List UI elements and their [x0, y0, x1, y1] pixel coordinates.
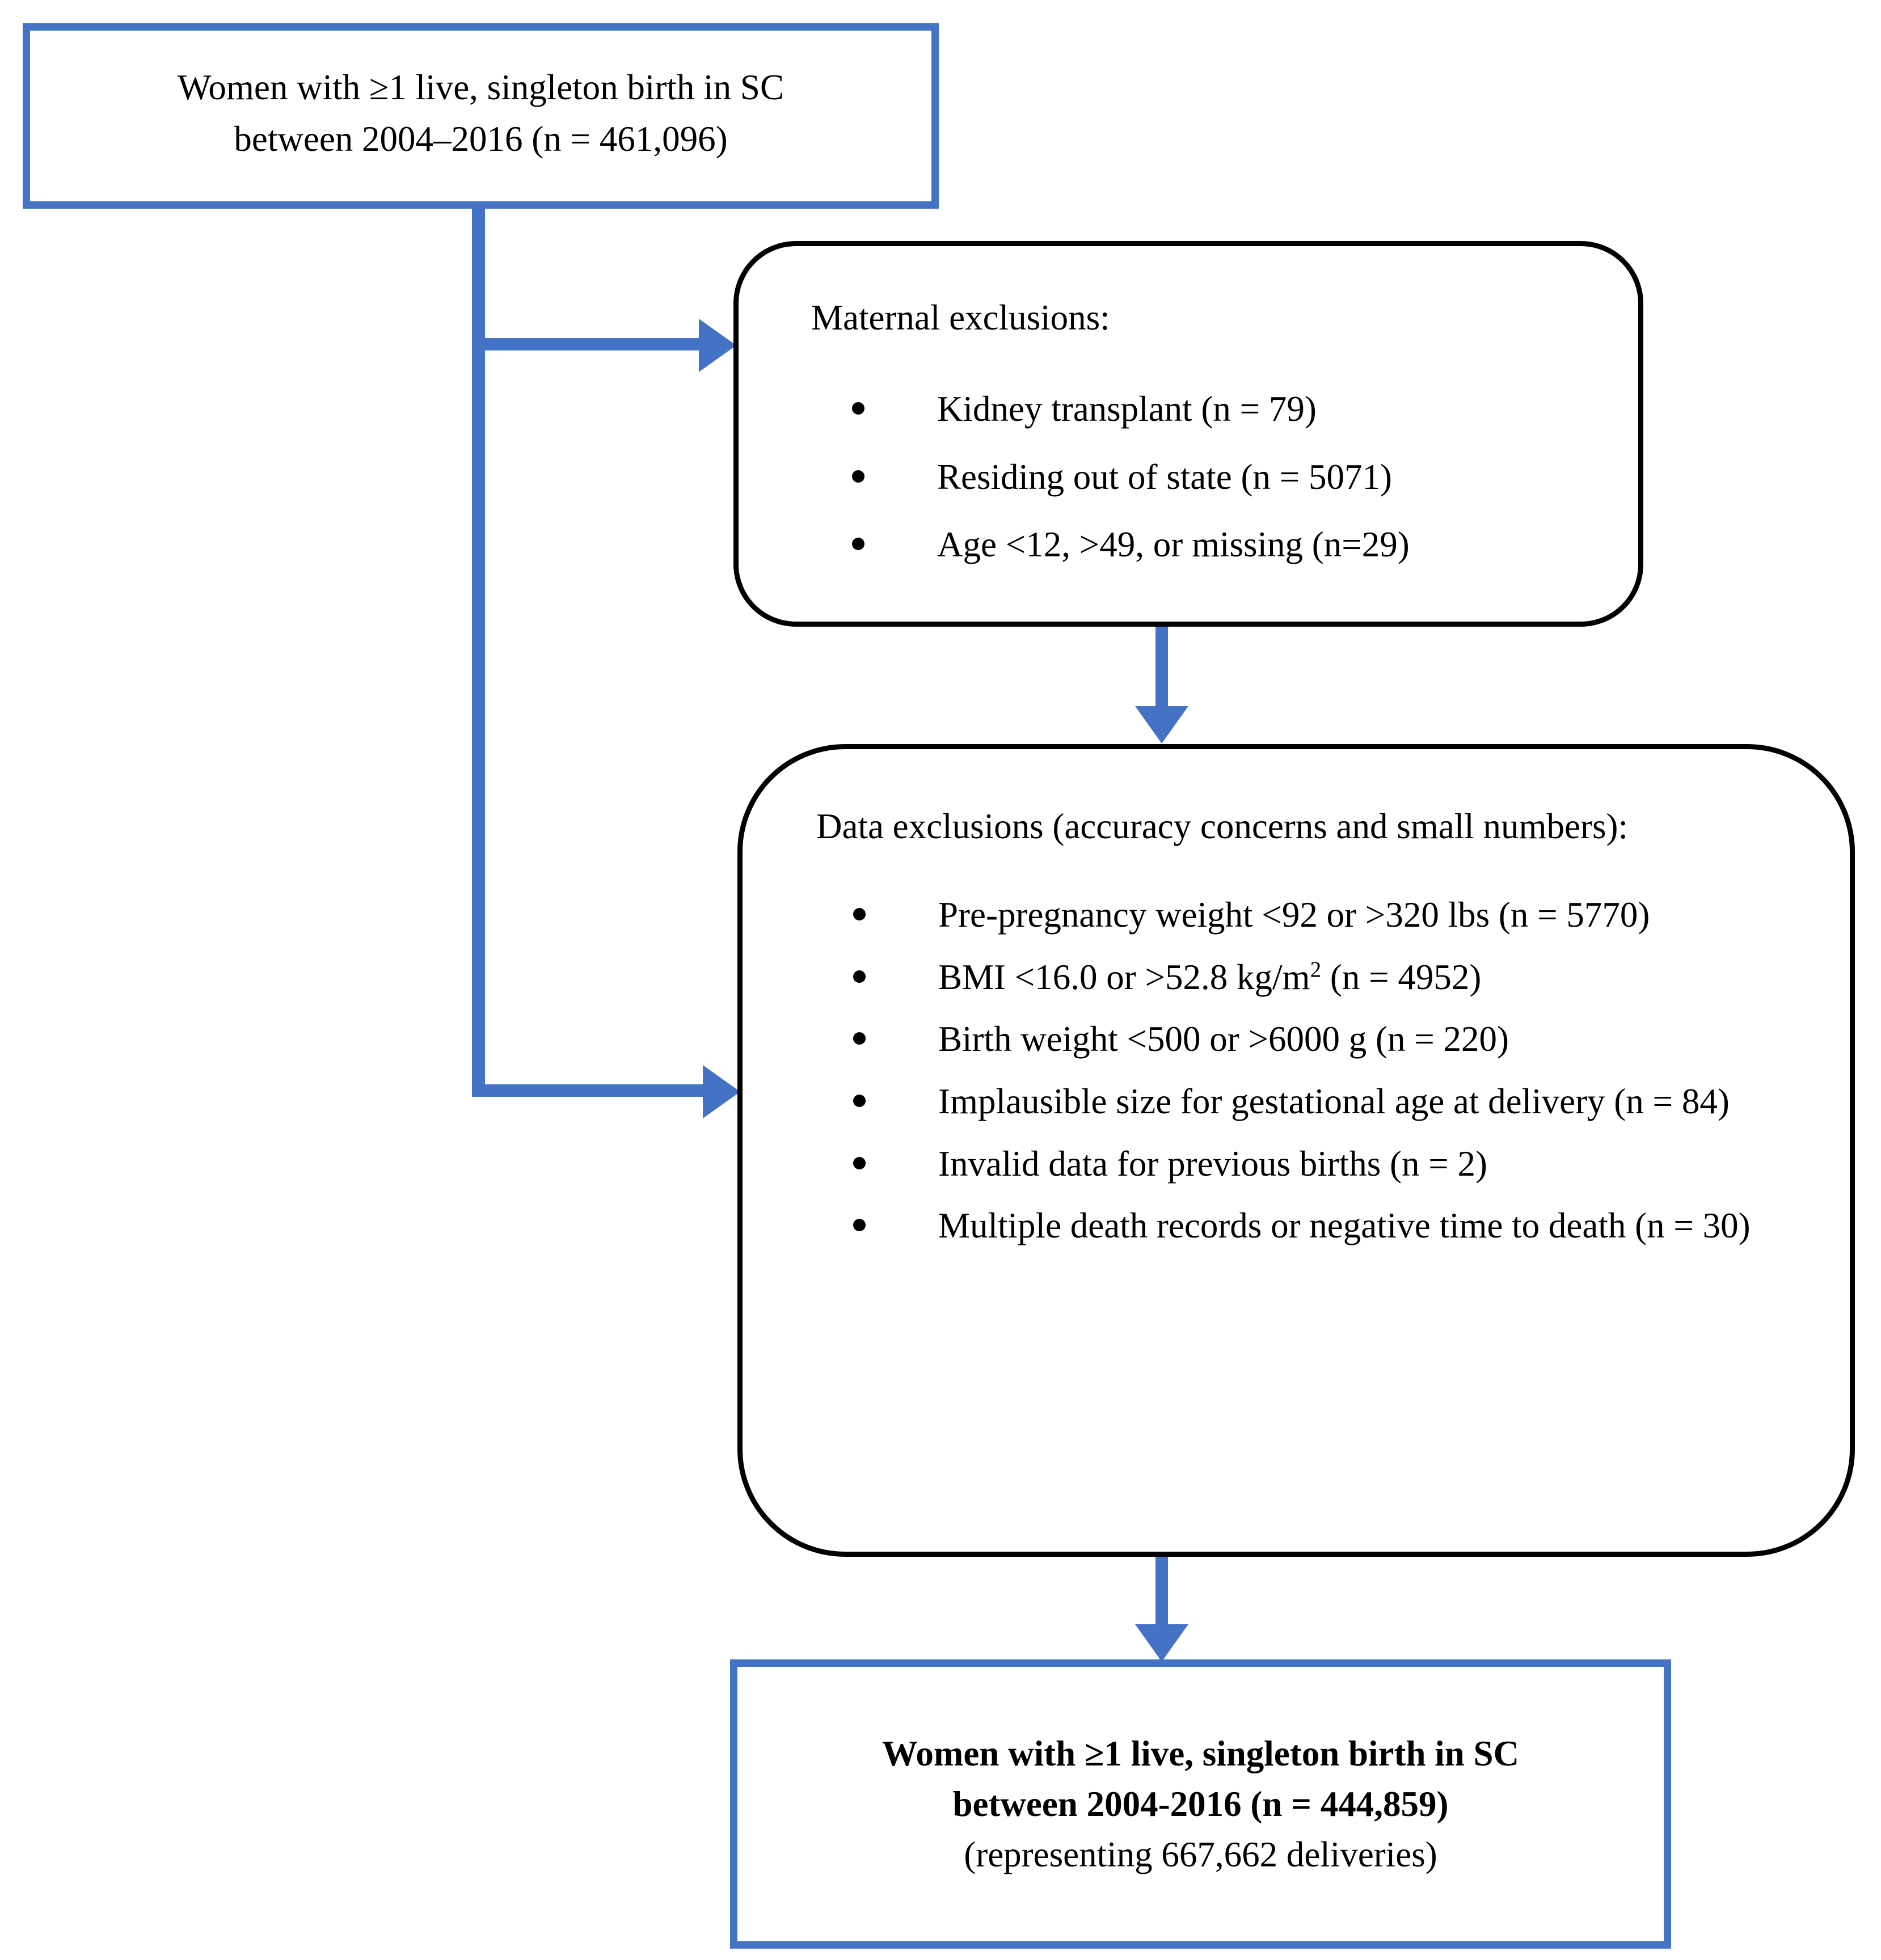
list-item: Residing out of state (n = 5071) — [852, 453, 1623, 502]
data-exclusions-list: Pre-pregnancy weight <92 or >320 lbs (n … — [853, 891, 1829, 1264]
data-exclusion-4: Implausible size for gestational age at … — [938, 1082, 1730, 1122]
list-item: Age <12, >49, or missing (n=29) — [852, 521, 1623, 569]
final-cohort-line-1: Women with ≥1 live, singleton birth in S… — [882, 1733, 1520, 1773]
branch-to-data-arrowhead-icon — [703, 1065, 740, 1118]
maternal-exclusions-heading: Maternal exclusions: — [811, 298, 1110, 337]
bullet-dot-icon — [852, 470, 864, 483]
bullet-dot-icon — [853, 970, 866, 983]
bullet-dot-icon — [853, 1219, 866, 1232]
maternal-to-data-line — [1155, 627, 1168, 712]
data-exclusion-6: Multiple death records or negative time … — [938, 1206, 1751, 1246]
bullet-dot-icon — [853, 1156, 866, 1169]
list-item: BMI <16.0 or >52.8 kg/m2 (n = 4952) — [853, 953, 1829, 1002]
maternal-exclusions-list: Kidney transplant (n = 79) Residing out … — [852, 385, 1623, 589]
final-cohort-line-2: between 2004-2016 (n = 444,859) — [952, 1784, 1449, 1824]
data-exclusions-box: Data exclusions (accuracy concerns and s… — [737, 744, 1855, 1557]
maternal-to-data-arrowhead-icon — [1135, 706, 1188, 744]
final-cohort-box: Women with ≥1 live, singleton birth in S… — [730, 1659, 1671, 1949]
branch-to-maternal-line — [472, 338, 699, 350]
bullet-dot-icon — [853, 908, 866, 920]
final-cohort-line-3: (representing 667,662 deliveries) — [964, 1834, 1437, 1874]
bullet-dot-icon — [853, 1032, 866, 1045]
maternal-exclusions-box: Maternal exclusions: Kidney transplant (… — [733, 241, 1643, 627]
source-population-line-2: between 2004–2016 (n = 461,096) — [234, 119, 728, 159]
list-item: Kidney transplant (n = 79) — [852, 385, 1623, 434]
maternal-exclusion-3: Age <12, >49, or missing (n=29) — [937, 525, 1410, 565]
data-exclusion-2-superscript: 2 — [1310, 957, 1322, 982]
list-item: Birth weight <500 or >6000 g (n = 220) — [853, 1015, 1829, 1064]
maternal-exclusion-1: Kidney transplant (n = 79) — [937, 389, 1317, 429]
branch-to-data-line — [472, 1084, 703, 1097]
data-exclusion-2: BMI <16.0 or >52.8 kg/m — [938, 957, 1310, 997]
data-exclusion-1: Pre-pregnancy weight <92 or >320 lbs (n … — [938, 895, 1650, 935]
list-item: Invalid data for previous births (n = 2) — [853, 1140, 1829, 1189]
maternal-exclusion-2: Residing out of state (n = 5071) — [937, 457, 1392, 497]
data-exclusions-heading: Data exclusions (accuracy concerns and s… — [816, 806, 1628, 846]
data-exclusion-5: Invalid data for previous births (n = 2) — [938, 1143, 1488, 1184]
list-item: Multiple death records or negative time … — [853, 1202, 1829, 1251]
source-population-box: Women with ≥1 live, singleton birth in S… — [23, 23, 939, 209]
data-to-final-arrowhead-icon — [1135, 1624, 1188, 1662]
branch-to-maternal-arrowhead-icon — [699, 319, 736, 372]
list-item: Implausible size for gestational age at … — [853, 1078, 1829, 1126]
bullet-dot-icon — [852, 538, 864, 551]
source-population-line-1: Women with ≥1 live, singleton birth in S… — [178, 67, 784, 107]
data-exclusion-2-tail: (n = 4952) — [1321, 957, 1482, 997]
data-exclusion-3: Birth weight <500 or >6000 g (n = 220) — [938, 1019, 1509, 1059]
data-to-final-line — [1155, 1557, 1168, 1630]
bullet-dot-icon — [853, 1095, 866, 1108]
list-item: Pre-pregnancy weight <92 or >320 lbs (n … — [853, 891, 1829, 940]
trunk-connector-line — [472, 209, 485, 1097]
bullet-dot-icon — [852, 402, 864, 415]
